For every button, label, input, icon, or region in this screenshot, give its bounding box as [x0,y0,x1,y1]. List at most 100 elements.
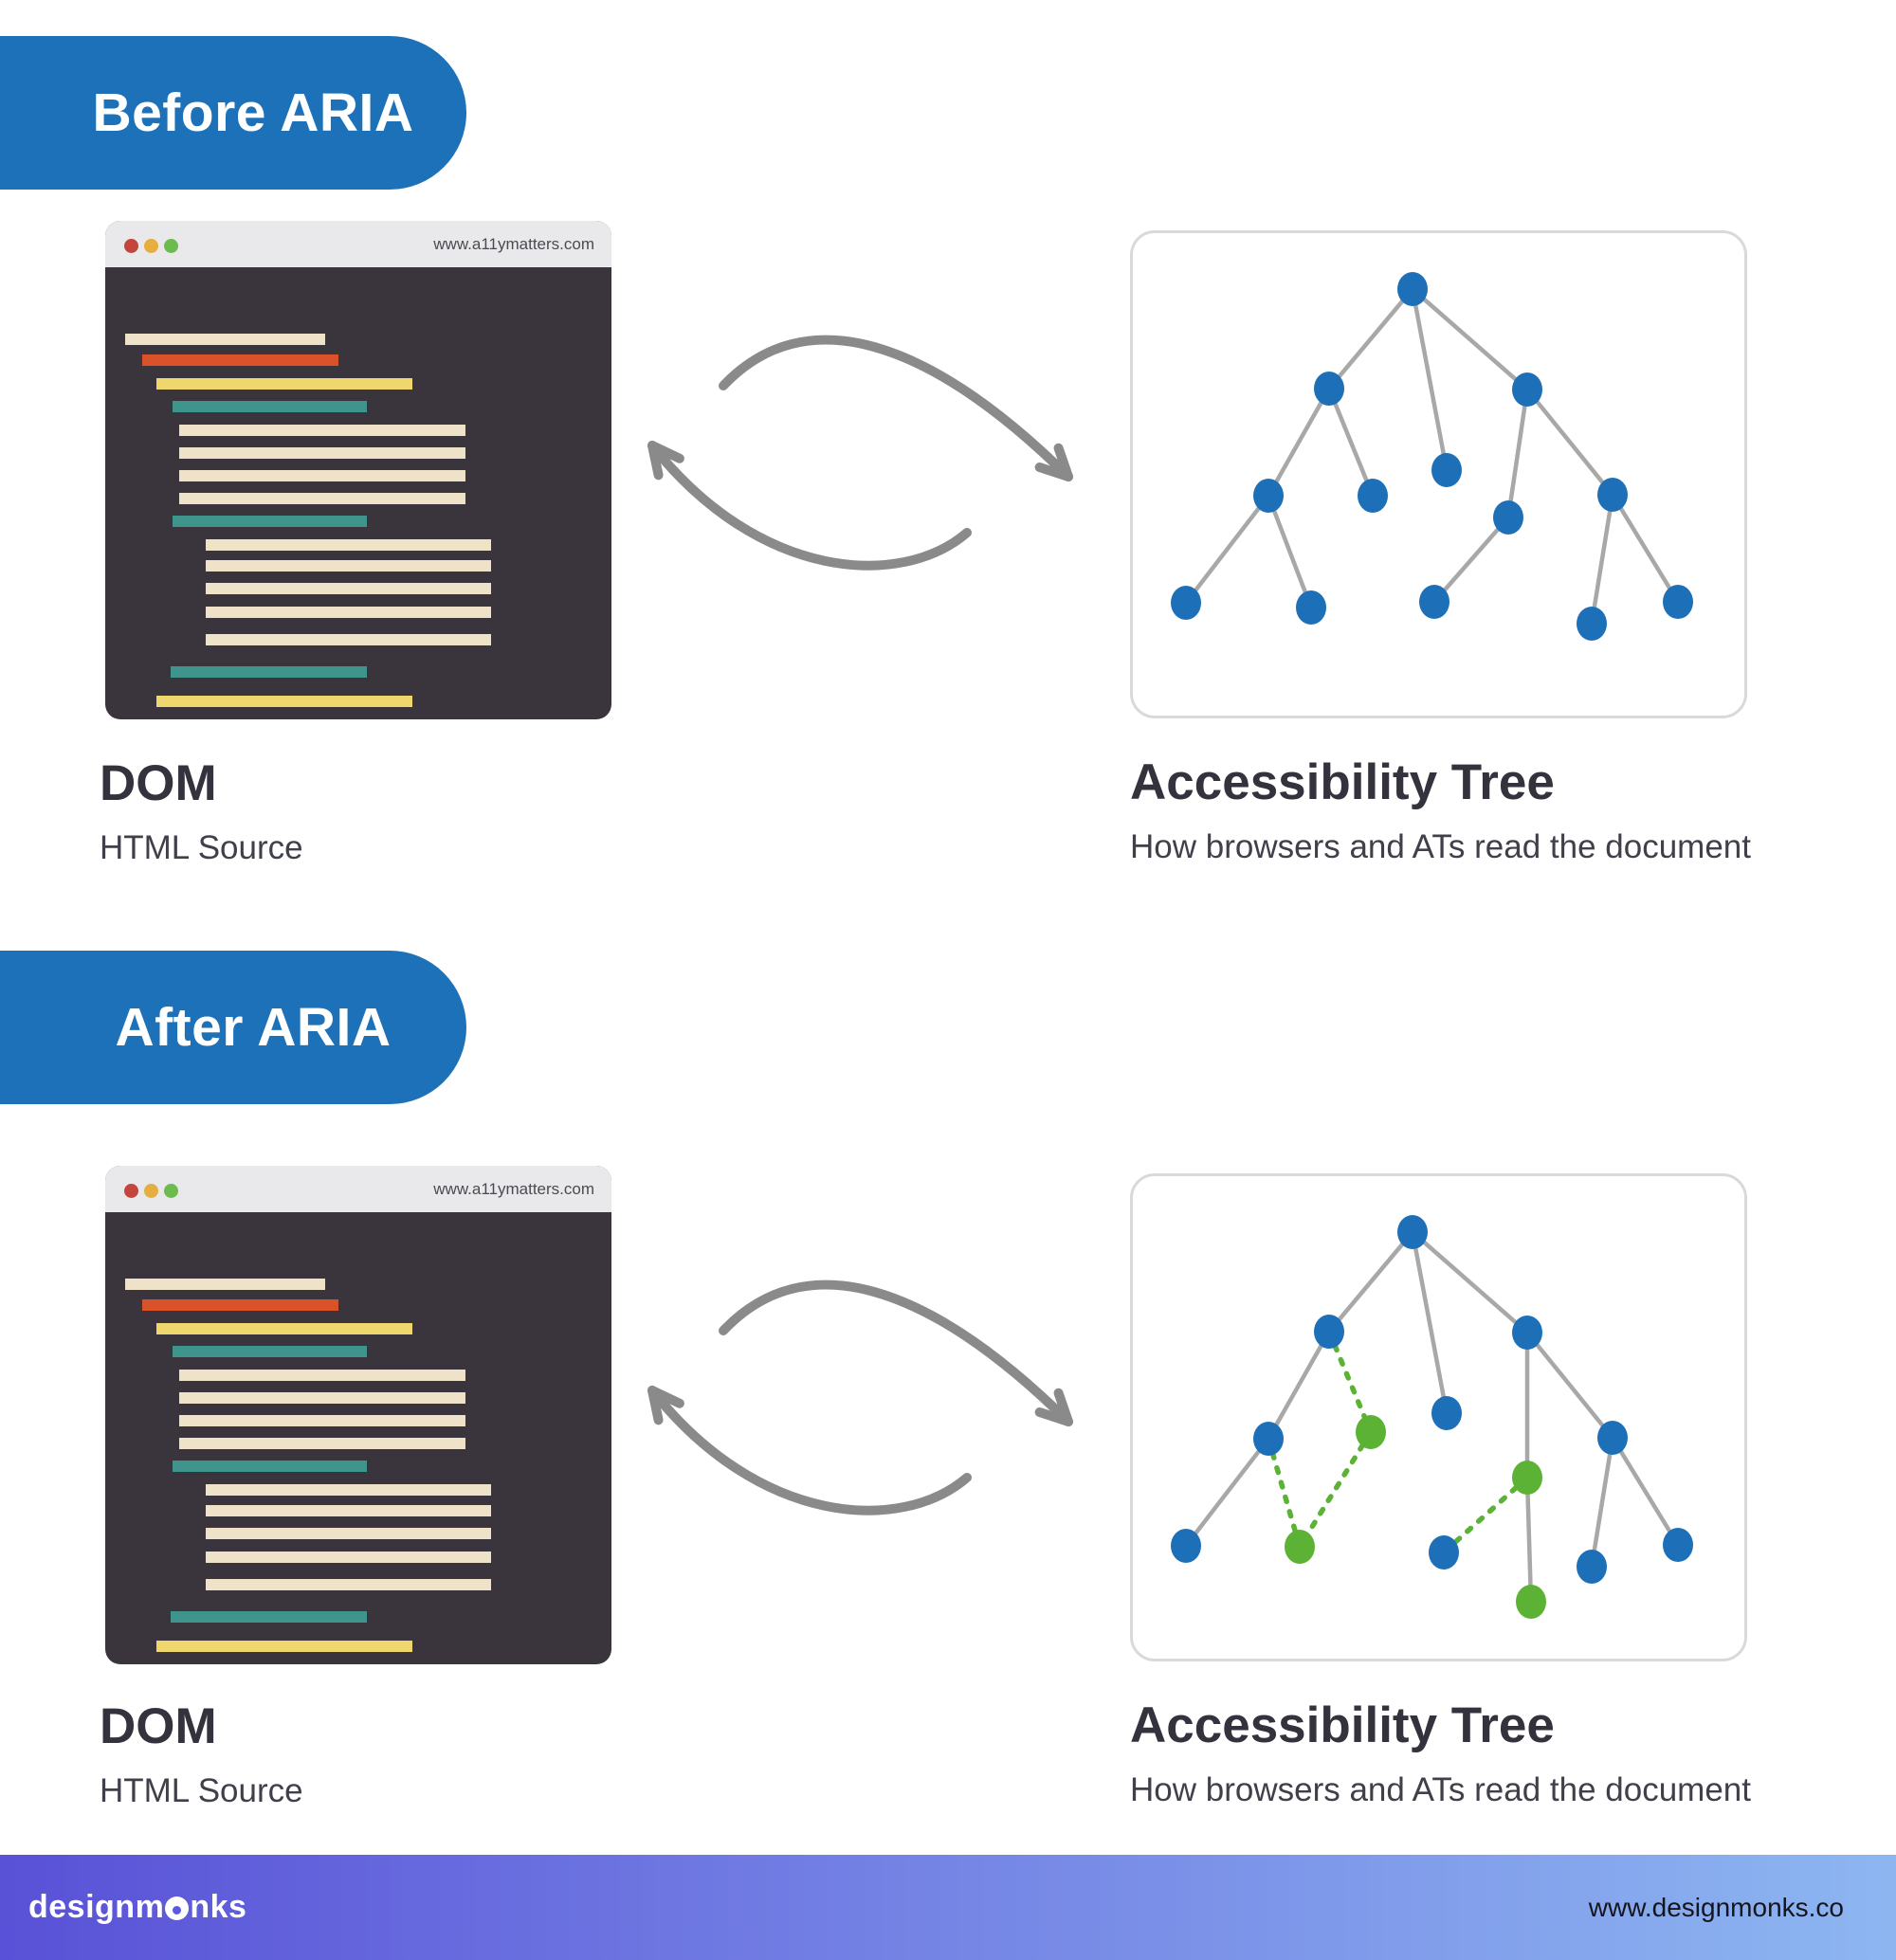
code-line [173,1461,367,1472]
badge-after-aria: After ARIA [0,951,466,1104]
dom-subtitle: HTML Source [100,829,303,866]
tree-node-green [1285,1530,1315,1564]
dom-subtitle: HTML Source [100,1772,303,1809]
tree-node-blue [1171,1529,1201,1563]
code-line [125,334,325,345]
arrow-head [1053,443,1073,481]
tree-edge [1267,1330,1331,1441]
code-line [142,1299,338,1311]
dom-title: DOM [100,1698,217,1754]
tree-node-blue [1597,1421,1628,1455]
footer-bar: designm nks www.designmonks.co [0,1855,1896,1960]
tree-caption-before: Accessibility Tree How browsers and ATs … [1130,757,1751,866]
browser-titlebar: www.a11ymatters.com [105,221,611,267]
tree-subtitle: How browsers and ATs read the document [1130,828,1751,865]
code-line [173,516,367,527]
accessibility-tree-panel-after [1130,1173,1747,1661]
code-line [156,1323,412,1334]
window-dot-red-icon [124,1184,138,1198]
tree-node-blue [1419,585,1449,619]
tree-edge [1184,1437,1270,1548]
logo-text-left: designm [28,1889,165,1925]
tree-edge [1327,287,1414,390]
arrow-head [1053,1388,1073,1426]
tree-node-blue [1493,500,1523,535]
tree-edge [1266,495,1314,608]
tree-node-green [1356,1415,1386,1449]
tree-edge [1589,494,1615,625]
browser-url: www.a11ymatters.com [433,1180,594,1198]
html-source-code-lines [125,334,491,707]
dom-tree-sync-arrows-icon [647,1279,1073,1515]
tree-node-blue [1253,1422,1284,1456]
code-line [206,607,491,618]
code-line [206,583,491,594]
tree-edge [1326,388,1376,497]
tree-edge [1505,389,1530,518]
badge-before-aria: Before ARIA [0,36,466,190]
tree-node-blue [1663,1528,1693,1562]
arrow-curve [719,335,1073,481]
accessibility-tree-panel-before [1130,230,1747,718]
dom-title: DOM [100,755,217,811]
tree-edge [1327,1230,1414,1334]
tree-edge [1611,493,1680,604]
tree-edge [1525,1331,1614,1440]
html-source-code-lines [125,1279,491,1652]
arrow-curve [647,441,972,571]
tree-node-blue [1358,479,1388,513]
footer-url: www.designmonks.co [1588,1892,1844,1922]
code-line [206,1579,491,1590]
code-line [156,378,412,390]
code-line [179,493,465,504]
tree-node-blue [1314,1315,1344,1349]
tree-edge [1524,1477,1534,1603]
code-line [179,447,465,459]
logo-text-right: nks [190,1889,247,1925]
browser-titlebar: www.a11ymatters.com [105,1166,611,1212]
tree-edge [1611,1436,1680,1547]
tree-subtitle: How browsers and ATs read the document [1130,1771,1751,1808]
tree-edge [1411,287,1529,391]
code-line [179,1392,465,1404]
window-dot-green-icon [164,239,178,253]
tree-edge-aria [1266,1436,1303,1550]
code-line [206,560,491,572]
tree-edge [1432,516,1510,604]
arrow-curve [719,1279,1073,1426]
tree-node-blue [1663,585,1693,619]
tree-node-blue [1253,479,1284,513]
tree-edge [1525,388,1614,497]
tree-node-blue [1431,453,1462,487]
tree-node-blue [1512,372,1542,407]
code-line [156,1641,412,1652]
designmonks-logo: designm nks [28,1855,246,1960]
tree-node-green [1512,1461,1542,1495]
code-line [173,401,367,412]
dom-caption-after: DOM HTML Source [100,1701,303,1810]
window-dot-yellow-icon [144,239,158,253]
dom-tree-sync-arrows-icon [647,335,1073,571]
tree-node-blue [1397,1215,1428,1249]
code-line [179,1370,465,1381]
browser-url: www.a11ymatters.com [433,235,594,253]
tree-node-blue [1577,607,1607,641]
code-line [171,1611,367,1623]
accessibility-tree-after [1171,1215,1693,1619]
tree-edge-aria [1326,1329,1374,1435]
tree-edge [1589,1437,1615,1568]
browser-window-after: www.a11ymatters.com [105,1166,611,1664]
browser-window-before: www.a11ymatters.com [105,221,611,719]
tree-caption-after: Accessibility Tree How browsers and ATs … [1130,1700,1751,1809]
tree-node-blue [1171,586,1201,620]
code-line [179,470,465,481]
tree-edge-aria [1297,1429,1374,1550]
tree-edge [1184,494,1270,605]
tree-edge [1267,387,1331,498]
tree-node-blue [1296,590,1326,625]
tree-title: Accessibility Tree [1130,754,1555,810]
code-line [206,1552,491,1563]
code-line [125,1279,325,1290]
tree-node-blue [1429,1535,1459,1570]
code-line [173,1346,367,1357]
